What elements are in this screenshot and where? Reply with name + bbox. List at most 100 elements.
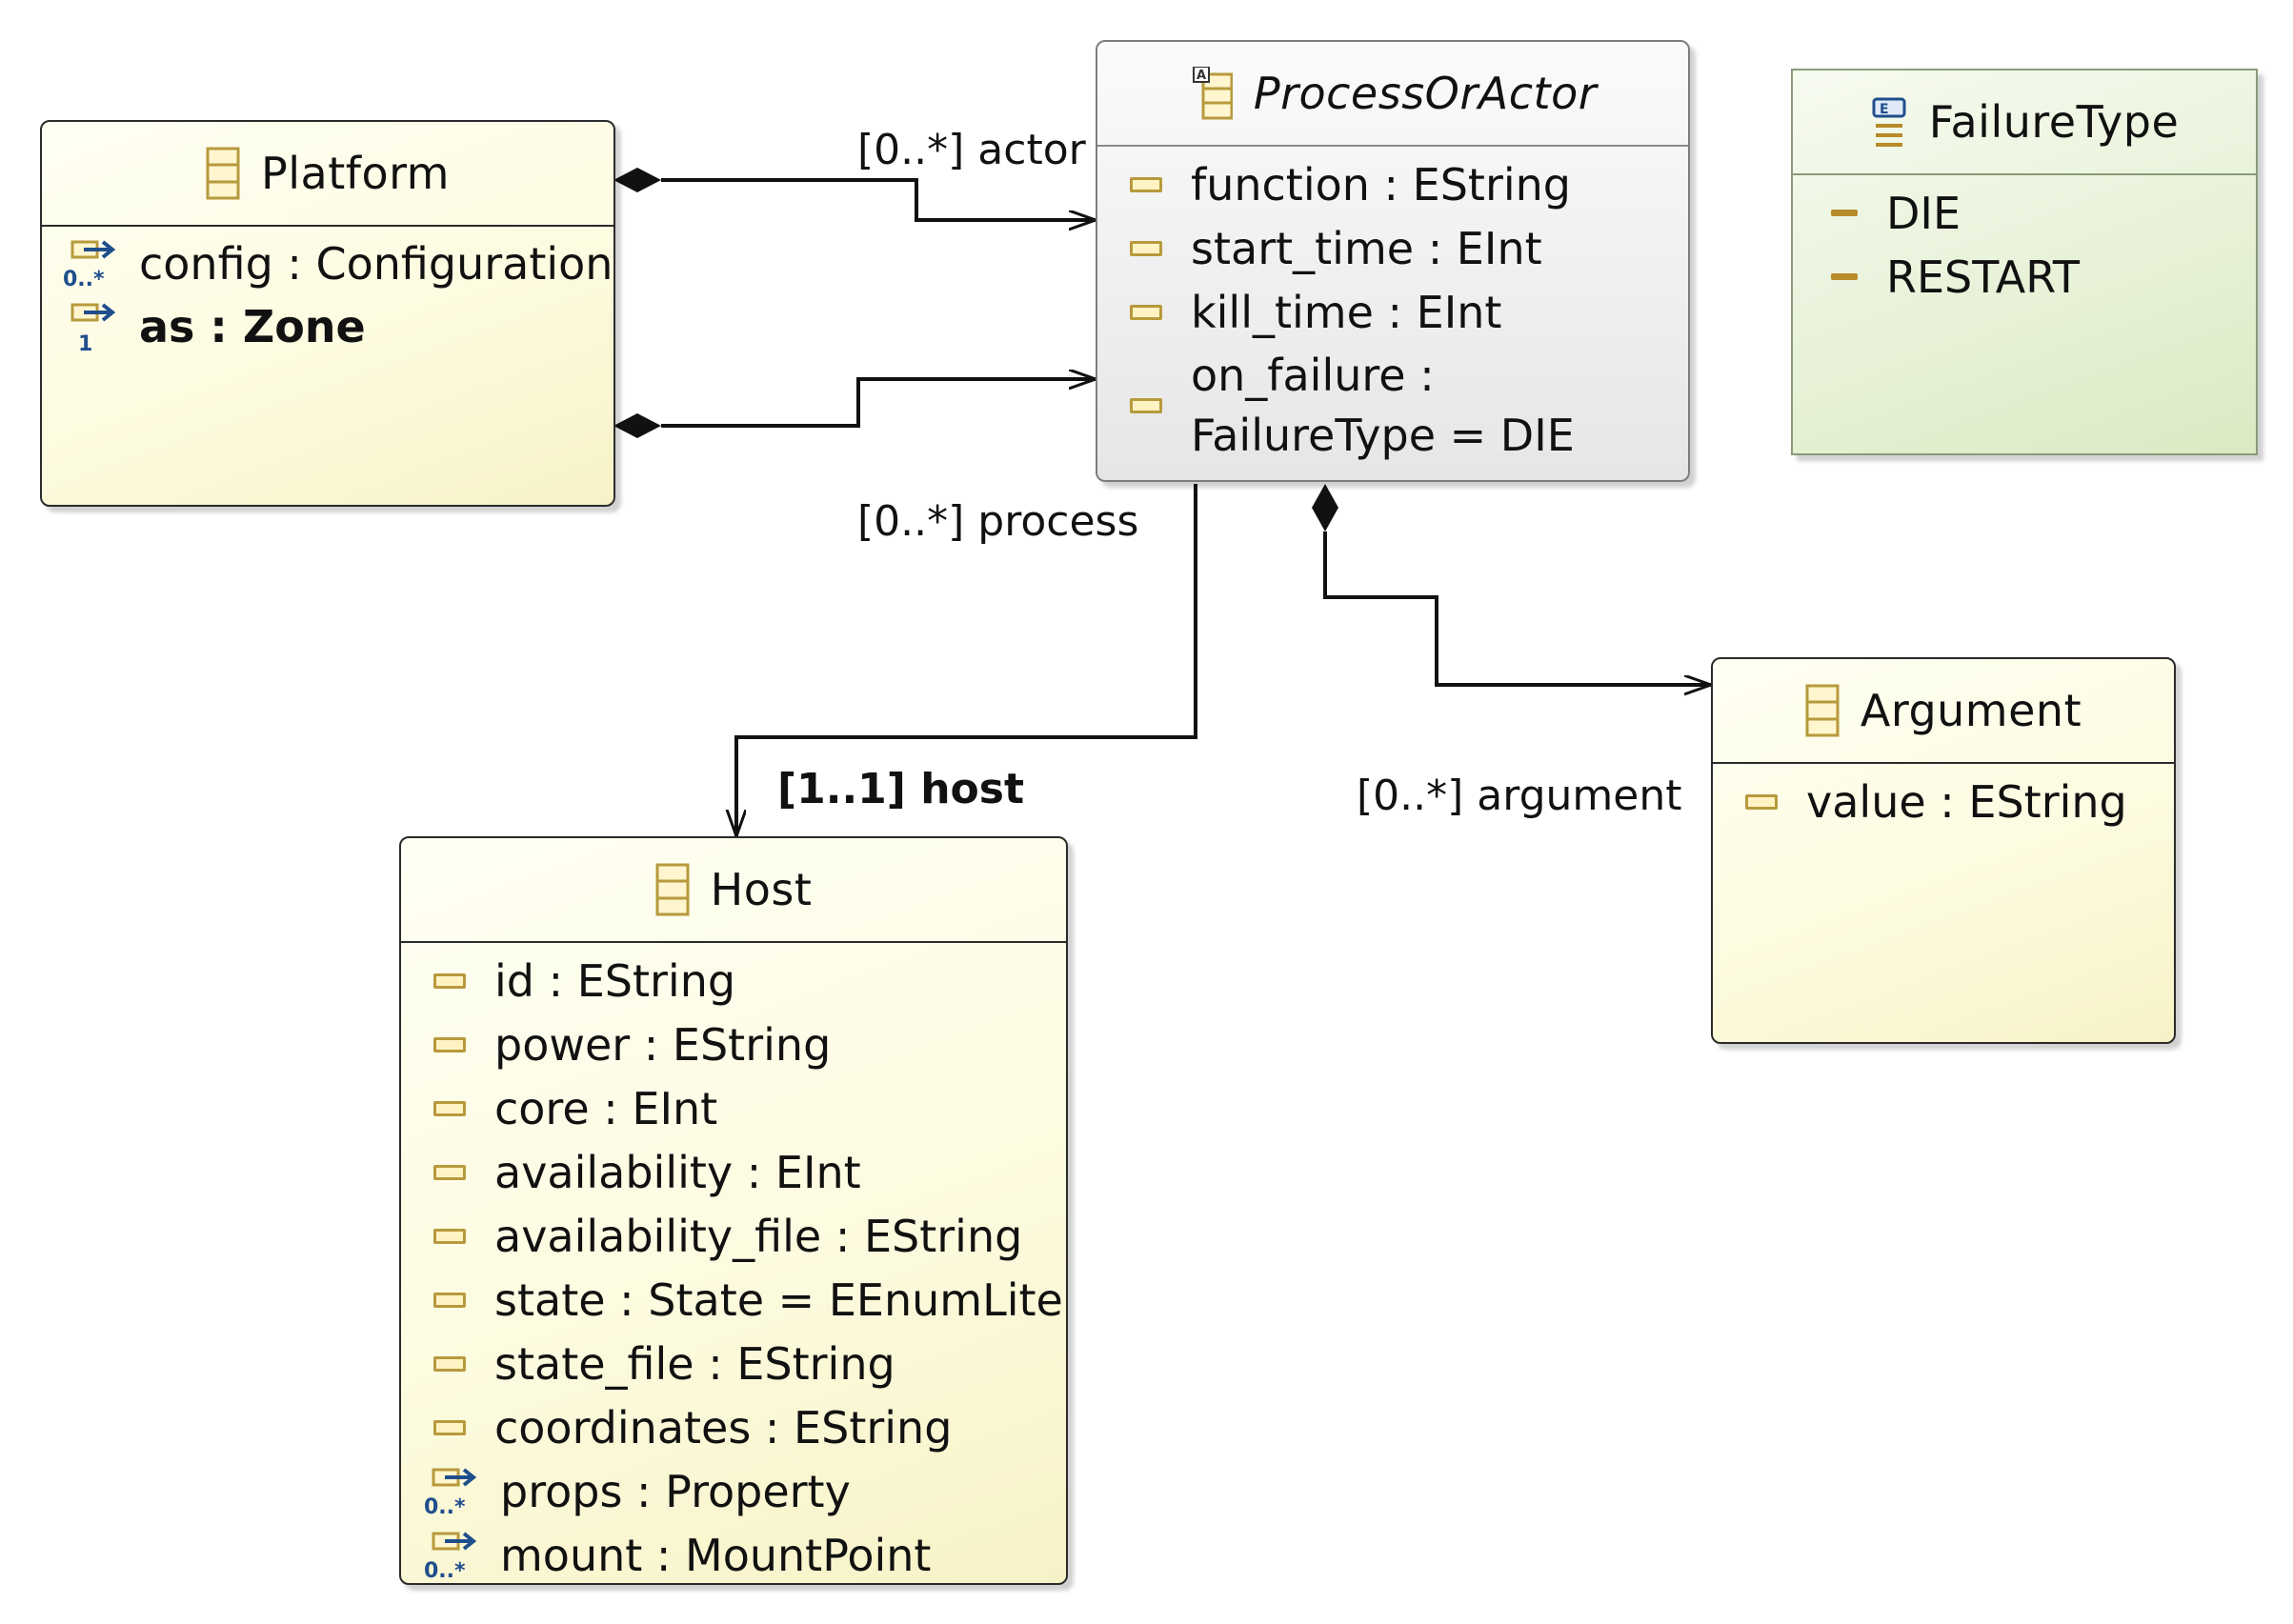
feature-text: coordinates : EString	[494, 1401, 953, 1454]
edge-label-argument: [0..*] argument	[1357, 772, 1682, 820]
class-name: Platform	[261, 148, 450, 199]
feature-text: id : EString	[494, 954, 736, 1007]
class-header: Argument	[1713, 659, 2174, 764]
class-header: A ProcessOrActor	[1097, 42, 1688, 147]
feature-row[interactable]: state_file : EString	[401, 1332, 1066, 1395]
feature-text: power : EString	[494, 1018, 832, 1071]
edge-label-actor: [0..*] actor	[857, 126, 1086, 174]
feature-row[interactable]: availability_file : EString	[401, 1204, 1066, 1268]
literal-list: DIE RESTART	[1793, 175, 2256, 309]
feature-row[interactable]: power : EString	[401, 1012, 1066, 1076]
attribute-icon	[1130, 398, 1162, 413]
class-name: FailureType	[1928, 96, 2180, 148]
feature-row[interactable]: value : EString	[1713, 770, 2174, 833]
edge-label-host: [1..1] host	[777, 765, 1024, 813]
feature-list: value : EString	[1713, 764, 2174, 833]
edge-label-process: [0..*] process	[857, 497, 1139, 546]
class-process-or-actor[interactable]: A ProcessOrActor function : EString star…	[1096, 40, 1690, 482]
svg-text:1: 1	[78, 332, 92, 354]
reference-single-icon: 1	[70, 303, 116, 354]
attribute-icon	[433, 972, 466, 989]
class-header: Platform	[42, 122, 613, 227]
reference-many-icon: 0..*	[63, 240, 116, 291]
feature-row[interactable]: function : EString	[1097, 152, 1688, 216]
feature-text: core : EInt	[494, 1082, 718, 1134]
feature-row[interactable]: 0..* mount : MountPoint	[401, 1523, 1066, 1583]
literal-row[interactable]: RESTART	[1793, 245, 2256, 309]
feature-row[interactable]: 0..* config : Configuration	[42, 232, 613, 295]
enum-literal-icon	[1831, 273, 1858, 280]
feature-row[interactable]: coordinates : EString	[401, 1395, 1066, 1459]
feature-row[interactable]: start_time : EInt	[1097, 216, 1688, 280]
feature-text: state_file : EString	[494, 1337, 895, 1390]
eclass-icon	[1805, 684, 1840, 737]
class-name: ProcessOrActor	[1253, 68, 1598, 119]
feature-list: function : EString start_time : EInt kil…	[1097, 147, 1688, 468]
feature-text: availability_file : EString	[494, 1210, 1023, 1262]
feature-row[interactable]: 0..* props : Property	[401, 1459, 1066, 1523]
composition-diamond-icon	[613, 168, 661, 192]
attribute-icon	[433, 1355, 466, 1372]
feature-text: props : Property	[500, 1465, 851, 1517]
attribute-icon	[433, 1228, 466, 1244]
svg-text:E: E	[1880, 102, 1889, 117]
attribute-icon	[433, 1164, 466, 1180]
literal-text: DIE	[1886, 187, 1961, 239]
class-header: E FailureType	[1793, 70, 2256, 175]
feature-text: mount : MountPoint	[500, 1529, 932, 1581]
feature-row[interactable]: kill_time : EInt	[1097, 280, 1688, 344]
feature-row[interactable]: id : EString	[401, 949, 1066, 1012]
feature-row[interactable]: core : EInt	[401, 1076, 1066, 1140]
attribute-icon	[433, 1100, 466, 1116]
composition-diamond-icon	[613, 413, 661, 438]
feature-list: 0..* config : Configuration 1 as : Zone	[42, 227, 613, 358]
feature-row[interactable]: availability : EInt	[401, 1140, 1066, 1204]
feature-text: as : Zone	[139, 301, 366, 352]
reference-many-icon: 0..*	[424, 1531, 477, 1583]
feature-list: id : EString power : EString core : EInt…	[401, 943, 1066, 1583]
feature-text: state : State = EEnumLiteral	[494, 1273, 1068, 1326]
eclass-icon	[655, 863, 690, 916]
reference-many-icon: 0..*	[424, 1467, 477, 1519]
class-argument[interactable]: Argument value : EString	[1711, 657, 2176, 1044]
literal-text: RESTART	[1886, 251, 2080, 303]
abstract-eclass-icon: A	[1192, 67, 1233, 120]
feature-text: start_time : EInt	[1191, 222, 1542, 274]
enum-failure-type[interactable]: E FailureType DIE RESTART	[1791, 69, 2258, 455]
feature-row[interactable]: state : State = EEnumLiteral	[401, 1268, 1066, 1332]
edge-process[interactable]	[613, 379, 1096, 438]
svg-text:0..*: 0..*	[63, 268, 105, 291]
feature-text: FailureType = DIE	[1191, 410, 1575, 461]
enum-literal-icon	[1831, 210, 1858, 216]
svg-text:0..*: 0..*	[424, 1559, 466, 1583]
attribute-icon	[1130, 176, 1162, 192]
eenum-icon: E	[1872, 97, 1906, 147]
edge-argument[interactable]	[1312, 484, 1711, 685]
attribute-icon	[1130, 304, 1162, 320]
feature-text: on_failure :	[1191, 350, 1435, 401]
attribute-icon	[433, 1292, 466, 1308]
feature-row[interactable]: 1 as : Zone	[42, 295, 613, 358]
edge-host[interactable]	[736, 484, 1197, 836]
class-name: Argument	[1860, 685, 2082, 736]
class-platform[interactable]: Platform 0..* config : Configuration 1 a…	[40, 120, 615, 507]
composition-diamond-icon	[1312, 484, 1338, 531]
feature-text: config : Configuration	[139, 238, 613, 290]
class-host[interactable]: Host id : EString power : EString core :…	[399, 836, 1068, 1585]
feature-text: function : EString	[1191, 158, 1571, 211]
feature-text: value : EString	[1806, 775, 2127, 828]
svg-text:A: A	[1197, 69, 1207, 83]
svg-text:0..*: 0..*	[424, 1495, 466, 1519]
attribute-icon	[433, 1419, 466, 1435]
feature-row[interactable]: on_failure : FailureType = DIE	[1097, 344, 1688, 468]
class-name: Host	[710, 864, 813, 915]
attribute-icon	[1745, 793, 1778, 810]
attribute-icon	[1130, 240, 1162, 256]
literal-row[interactable]: DIE	[1793, 181, 2256, 245]
edge-actor[interactable]	[613, 168, 1096, 220]
class-header: Host	[401, 838, 1066, 943]
feature-text: kill_time : EInt	[1191, 286, 1502, 338]
eclass-icon	[206, 147, 240, 200]
attribute-icon	[433, 1036, 466, 1053]
